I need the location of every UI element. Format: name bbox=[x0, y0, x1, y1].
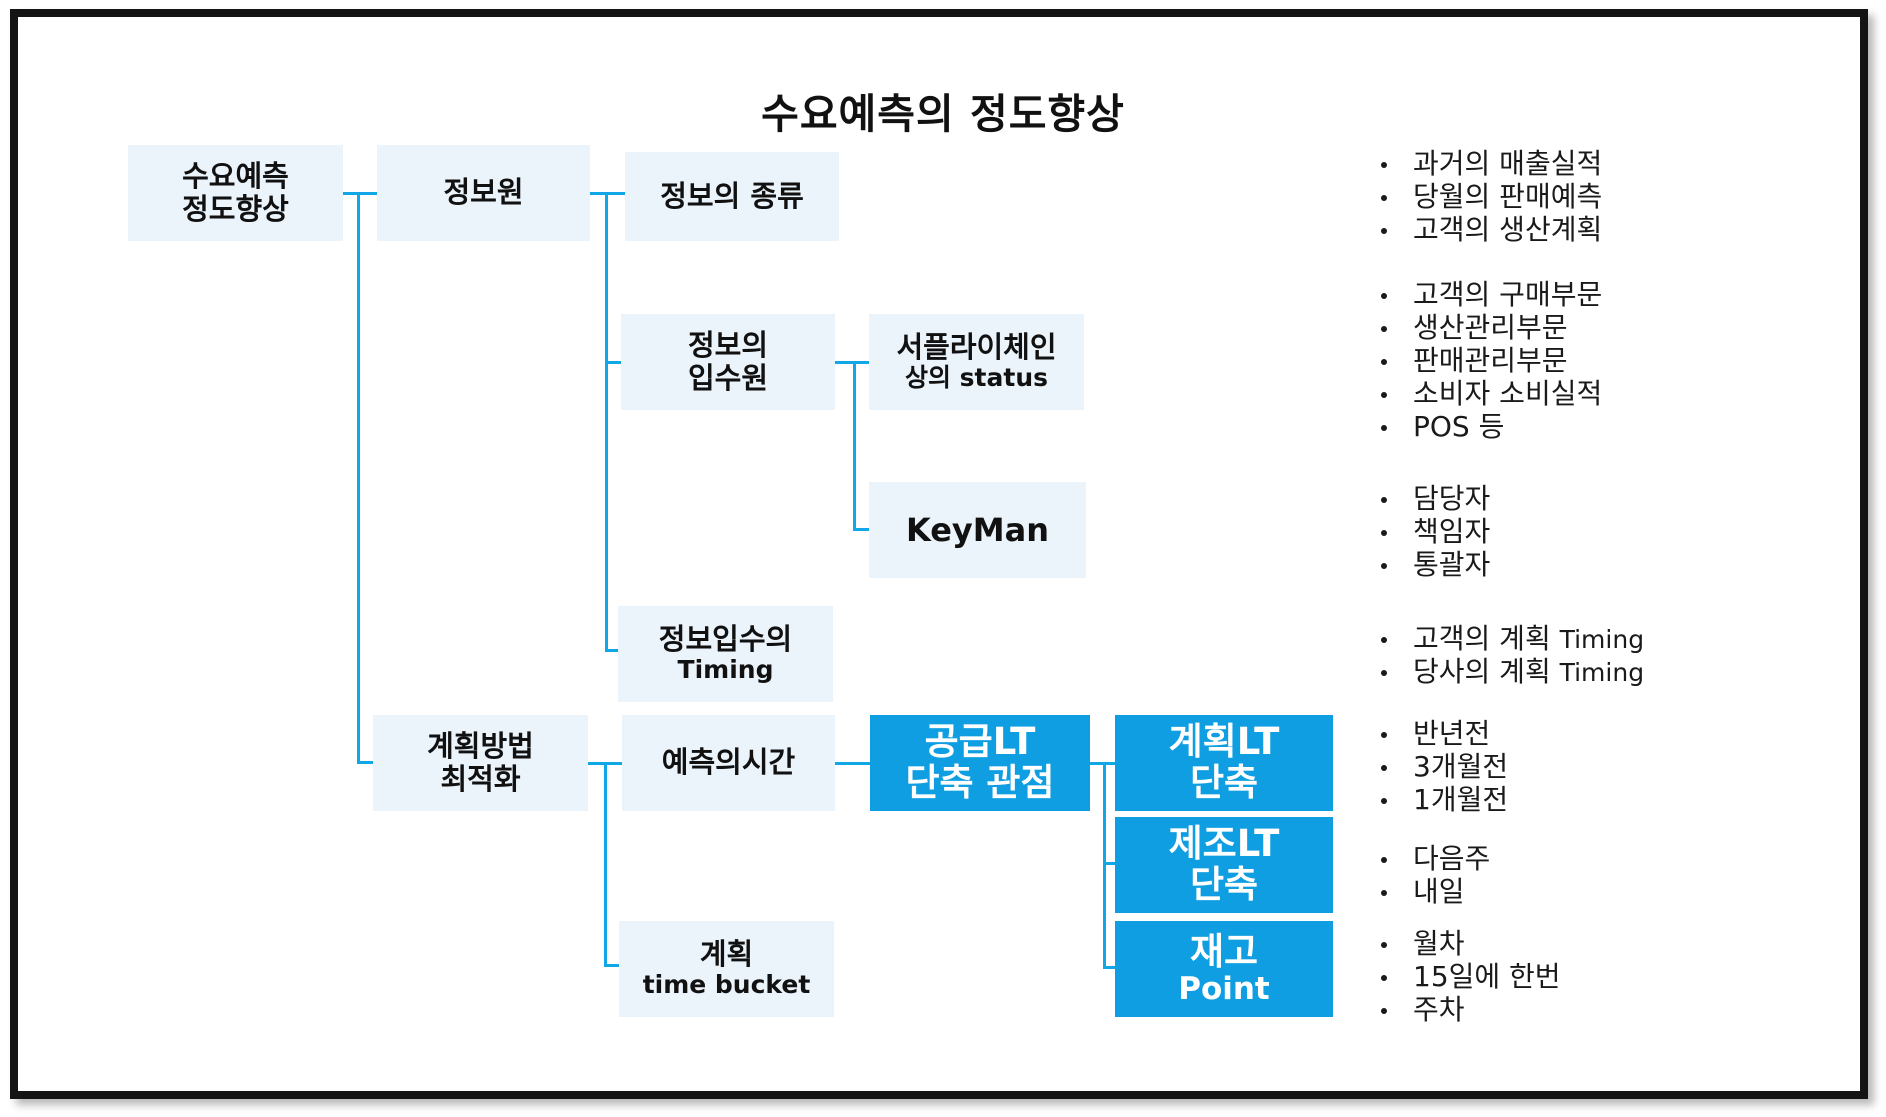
bullet-item: 통괄자 bbox=[1381, 548, 1490, 581]
bullet-item: 소비자 소비실적 bbox=[1381, 377, 1602, 410]
node-label: KeyMan bbox=[905, 510, 1049, 549]
mfg-lt-node: 제조LT 단축 bbox=[1115, 817, 1333, 913]
connector bbox=[604, 762, 607, 967]
connector bbox=[1103, 862, 1115, 865]
connector bbox=[604, 964, 622, 967]
bullet-item: 1개월전 bbox=[1381, 783, 1508, 816]
connector bbox=[343, 192, 377, 195]
node-label: 서플라이체인 bbox=[896, 329, 1057, 364]
bullet-item: POS 등 bbox=[1381, 410, 1602, 443]
connector bbox=[605, 649, 621, 652]
connector bbox=[835, 762, 870, 765]
connector bbox=[357, 761, 377, 764]
node-label: 정보의 종류 bbox=[660, 178, 804, 213]
bullet-item: 고객의 계획 Timing bbox=[1381, 622, 1644, 655]
bullet-text: 고객의 계획 bbox=[1413, 622, 1560, 655]
supply-chain-status-bullets: 고객의 구매부문 생산관리부문 판매관리부문 소비자 소비실적 POS 등 bbox=[1381, 278, 1602, 443]
connector bbox=[357, 192, 360, 764]
info-timing-node: 정보입수의 Timing bbox=[618, 606, 833, 702]
plan-lt-bullets: 반년전 3개월전 1개월전 bbox=[1381, 717, 1508, 816]
plan-bucket-node: 계획 time bucket bbox=[619, 921, 834, 1017]
node-label: 단축 bbox=[1189, 761, 1259, 804]
connector bbox=[835, 361, 869, 364]
mfg-lt-bullets: 다음주 내일 bbox=[1381, 842, 1490, 908]
bullet-text: Timing bbox=[1559, 658, 1645, 687]
node-label: 재고 bbox=[1189, 929, 1259, 973]
connector bbox=[605, 361, 621, 364]
bullet-item: 당월의 판매예측 bbox=[1381, 180, 1602, 213]
node-label: 계획LT bbox=[1168, 720, 1280, 764]
bullet-item: 과거의 매출실적 bbox=[1381, 147, 1602, 180]
node-label: 정보원 bbox=[443, 175, 524, 210]
bullet-item: 월차 bbox=[1381, 927, 1561, 960]
root-node: 수요예측 정도향상 bbox=[128, 145, 343, 241]
bullet-text: 당사의 계획 bbox=[1413, 655, 1560, 688]
plan-method-node: 계획방법 최적화 bbox=[373, 715, 588, 811]
keyman-node: KeyMan bbox=[869, 482, 1086, 578]
info-source-node: 정보원 bbox=[377, 145, 590, 241]
node-label: 단축 bbox=[1189, 863, 1259, 906]
diagram-title: 수요예측의 정도향상 bbox=[761, 90, 1125, 138]
bullet-item: 주차 bbox=[1381, 993, 1561, 1026]
node-label: 계획 bbox=[699, 936, 754, 971]
bullet-item: 고객의 생산계획 bbox=[1381, 213, 1602, 246]
bullet-item: 고객의 구매부문 bbox=[1381, 278, 1602, 311]
info-kind-bullets: 과거의 매출실적 당월의 판매예측 고객의 생산계획 bbox=[1381, 147, 1602, 246]
connector bbox=[1090, 762, 1115, 765]
bullet-item: 다음주 bbox=[1381, 842, 1490, 875]
keyman-bullets: 담당자 책임자 통괄자 bbox=[1381, 482, 1490, 581]
connector bbox=[1103, 762, 1106, 969]
node-label: 단축 관점 bbox=[905, 761, 1055, 804]
info-channel-node: 정보의 입수원 bbox=[621, 314, 835, 410]
node-label: 상의 status bbox=[904, 363, 1049, 393]
connector bbox=[853, 528, 869, 531]
node-label: 계획방법 bbox=[427, 728, 534, 763]
node-label: 정도향상 bbox=[182, 192, 289, 226]
connector bbox=[853, 361, 856, 531]
info-timing-bullets: 고객의 계획 Timing 당사의 계획 Timing bbox=[1381, 622, 1644, 688]
node-label: 예측의시간 bbox=[661, 745, 796, 780]
connector bbox=[1103, 966, 1115, 969]
bullet-item: 생산관리부문 bbox=[1381, 311, 1602, 344]
bullet-item: 당사의 계획 Timing bbox=[1381, 655, 1644, 688]
bullet-item: 15일에 한번 bbox=[1381, 960, 1561, 993]
node-label: 입수원 bbox=[687, 361, 769, 395]
node-label: 제조LT bbox=[1168, 822, 1280, 866]
node-label: time bucket bbox=[642, 970, 811, 1000]
inventory-point-node: 재고 Point bbox=[1115, 921, 1333, 1017]
plan-lt-node: 계획LT 단축 bbox=[1115, 715, 1333, 811]
bullet-item: 담당자 bbox=[1381, 482, 1490, 515]
bullet-item: 판매관리부문 bbox=[1381, 344, 1602, 377]
supply-lt-node: 공급LT 단축 관점 bbox=[870, 715, 1090, 811]
node-label: 정보입수의 bbox=[658, 621, 793, 656]
inventory-point-bullets: 월차 15일에 한번 주차 bbox=[1381, 927, 1561, 1026]
bullet-text: Timing bbox=[1559, 625, 1645, 654]
bullet-item: 내일 bbox=[1381, 875, 1490, 908]
node-label: 최적화 bbox=[440, 762, 521, 796]
node-label: 공급LT bbox=[924, 720, 1036, 764]
node-label: 정보의 bbox=[687, 327, 769, 362]
supply-chain-status-node: 서플라이체인 상의 status bbox=[869, 314, 1084, 410]
bullet-item: 3개월전 bbox=[1381, 750, 1508, 783]
forecast-time-node: 예측의시간 bbox=[622, 715, 835, 811]
bullet-item: 책임자 bbox=[1381, 515, 1490, 548]
info-kind-node: 정보의 종류 bbox=[625, 152, 839, 241]
node-label: 수요예측 bbox=[182, 158, 289, 193]
connector bbox=[605, 192, 608, 652]
node-label: Timing bbox=[677, 655, 774, 685]
node-label: Point bbox=[1178, 971, 1270, 1008]
bullet-item: 반년전 bbox=[1381, 717, 1508, 750]
